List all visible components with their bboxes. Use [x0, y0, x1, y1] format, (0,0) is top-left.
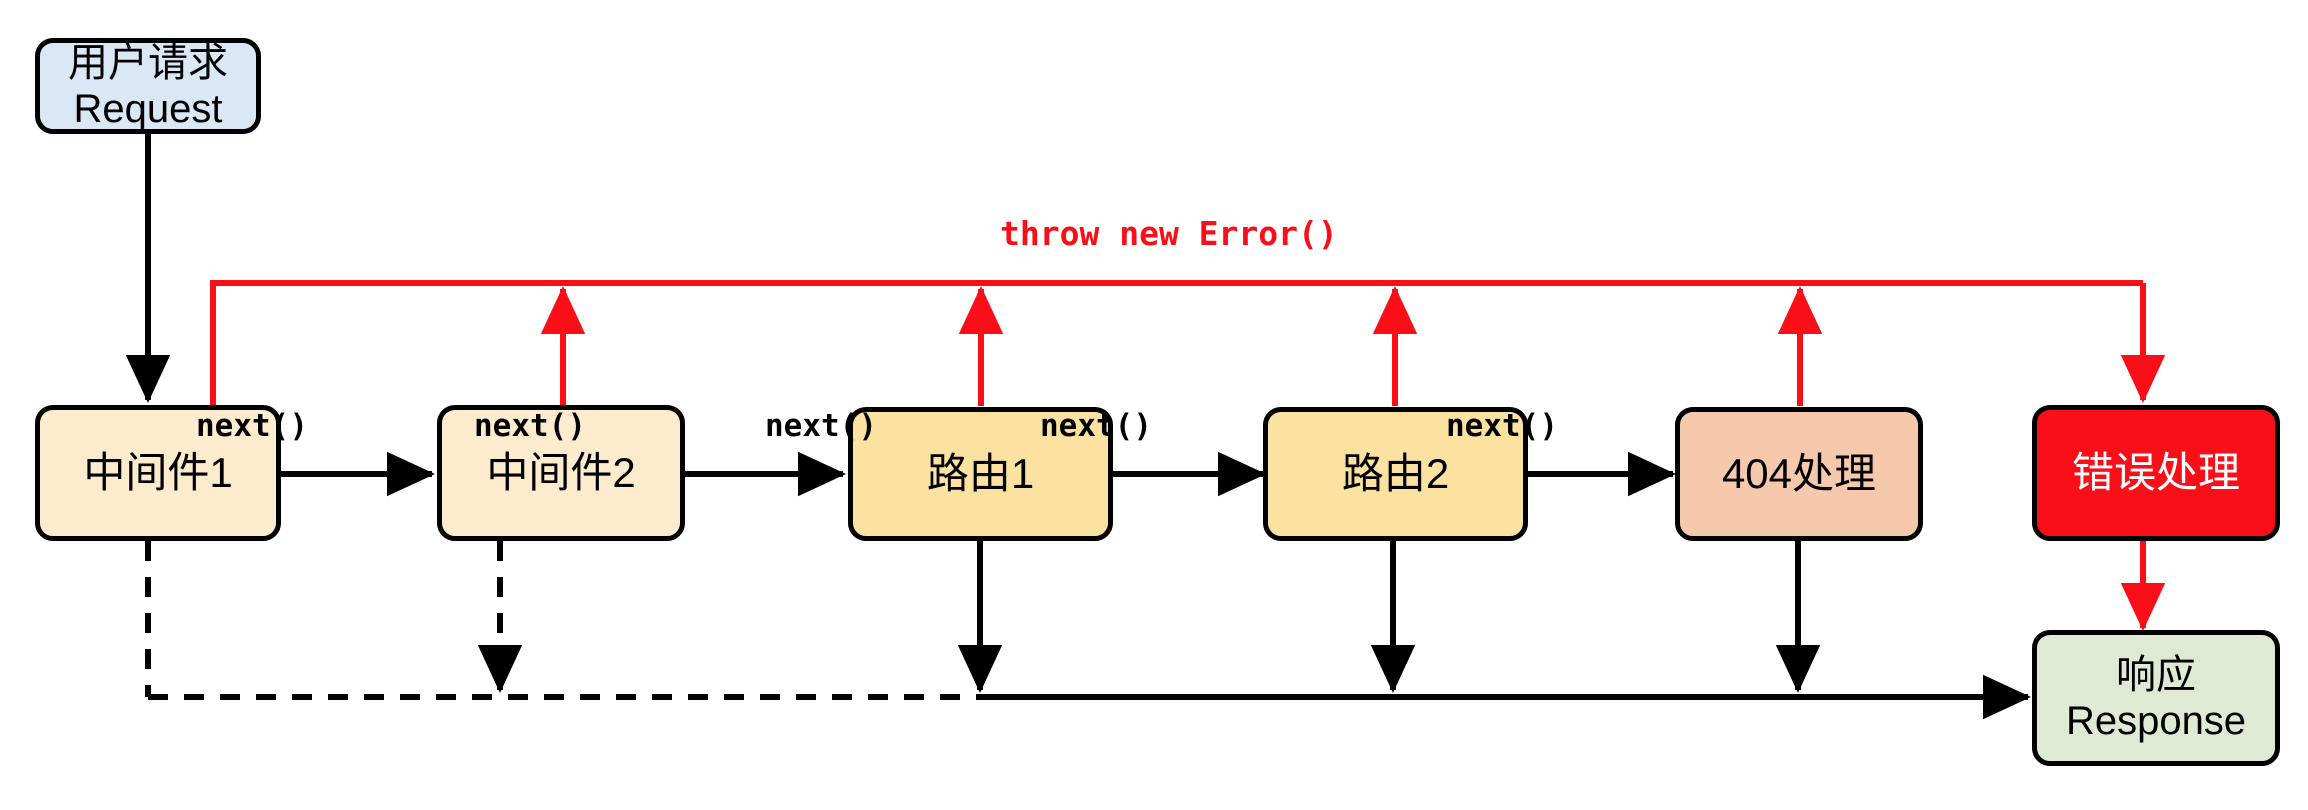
- edge-label-next-3: next(): [765, 408, 877, 444]
- node-error-handler[interactable]: 错误处理: [2032, 405, 2280, 541]
- node-response[interactable]: 响应 Response: [2032, 630, 2280, 766]
- node-middleware-2[interactable]: 中间件2: [437, 405, 685, 541]
- node-route-1[interactable]: 路由1: [848, 407, 1113, 541]
- node-404-handler[interactable]: 404处理: [1675, 407, 1923, 541]
- node-request-label-cn: 用户请求: [68, 41, 228, 85]
- node-404-handler-label: 404处理: [1721, 449, 1877, 497]
- node-route-1-label: 路由1: [926, 449, 1035, 497]
- edge-label-throw-error: throw new Error(): [1000, 214, 1338, 253]
- node-response-label-en: Response: [2065, 699, 2247, 743]
- node-request[interactable]: 用户请求 Request: [35, 38, 261, 134]
- node-middleware-1-label: 中间件1: [83, 448, 233, 496]
- edge-label-next-5: next(): [1446, 408, 1558, 444]
- node-error-handler-label: 错误处理: [2071, 448, 2240, 496]
- node-response-label-cn: 响应: [2116, 653, 2196, 697]
- node-route-2-label: 路由2: [1341, 449, 1450, 497]
- edge-label-next-4: next(): [1040, 408, 1152, 444]
- node-route-2[interactable]: 路由2: [1263, 407, 1528, 541]
- edge-label-next-2: next(): [474, 408, 586, 444]
- error-path-from-mw1: [210, 280, 2143, 406]
- edge-label-next-1: next(): [196, 408, 308, 444]
- node-middleware-2-label: 中间件2: [486, 448, 636, 496]
- node-request-label-en: Request: [73, 87, 223, 131]
- node-middleware-1[interactable]: 中间件1: [35, 405, 281, 541]
